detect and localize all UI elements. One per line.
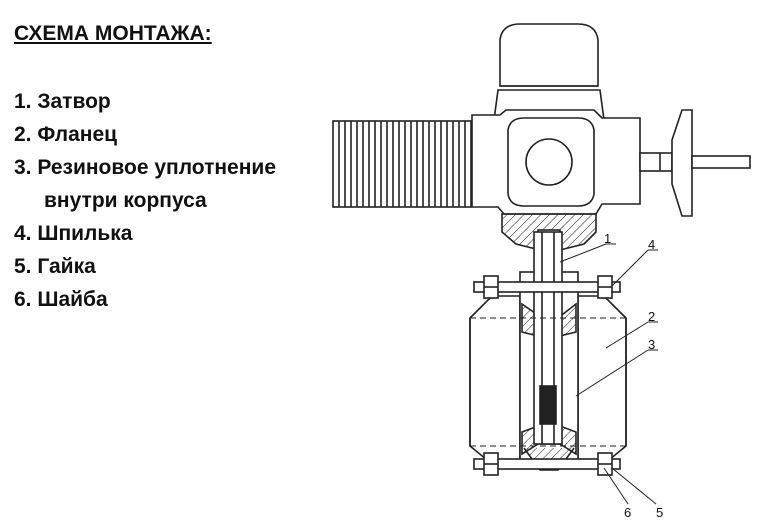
actuator-motor-cap [493, 23, 605, 121]
actuator-ribbed-housing [332, 120, 472, 208]
legend-item-stud: 4. Шпилька [14, 222, 133, 245]
legend-item-shutter: 1. Затвор [14, 90, 111, 113]
callout-6: 6 [624, 505, 631, 520]
actuator-gearbox [471, 109, 641, 215]
nut-upper-left [483, 275, 499, 299]
legend-item-nut: 5. Гайка [14, 255, 96, 278]
legend-title: СХЕМА МОНТАЖА: [14, 22, 212, 45]
callout-5: 5 [656, 505, 663, 520]
legend-item-rubber-seal-cont: внутри корпуса [44, 189, 207, 212]
callout-1: 1 [604, 231, 611, 246]
shutter-disc [533, 231, 563, 445]
pipe-outline [470, 317, 626, 447]
manual-handwheel [639, 109, 751, 217]
right-flange [577, 295, 627, 465]
stud-lower [473, 458, 621, 470]
stud-upper [473, 281, 621, 293]
callout-leaders [559, 243, 658, 505]
callout-3: 3 [648, 337, 655, 352]
legend-item-rubber-seal: 3. Резиновое уплотнение [14, 156, 276, 179]
nut-lower-right [597, 452, 613, 476]
left-flange [469, 295, 521, 465]
callout-4: 4 [648, 237, 655, 252]
legend-item-washer: 6. Шайба [14, 288, 108, 311]
legend-item-flange: 2. Фланец [14, 123, 118, 146]
nut-upper-right [597, 275, 613, 299]
nut-lower-left [483, 452, 499, 476]
callout-2: 2 [648, 309, 655, 324]
